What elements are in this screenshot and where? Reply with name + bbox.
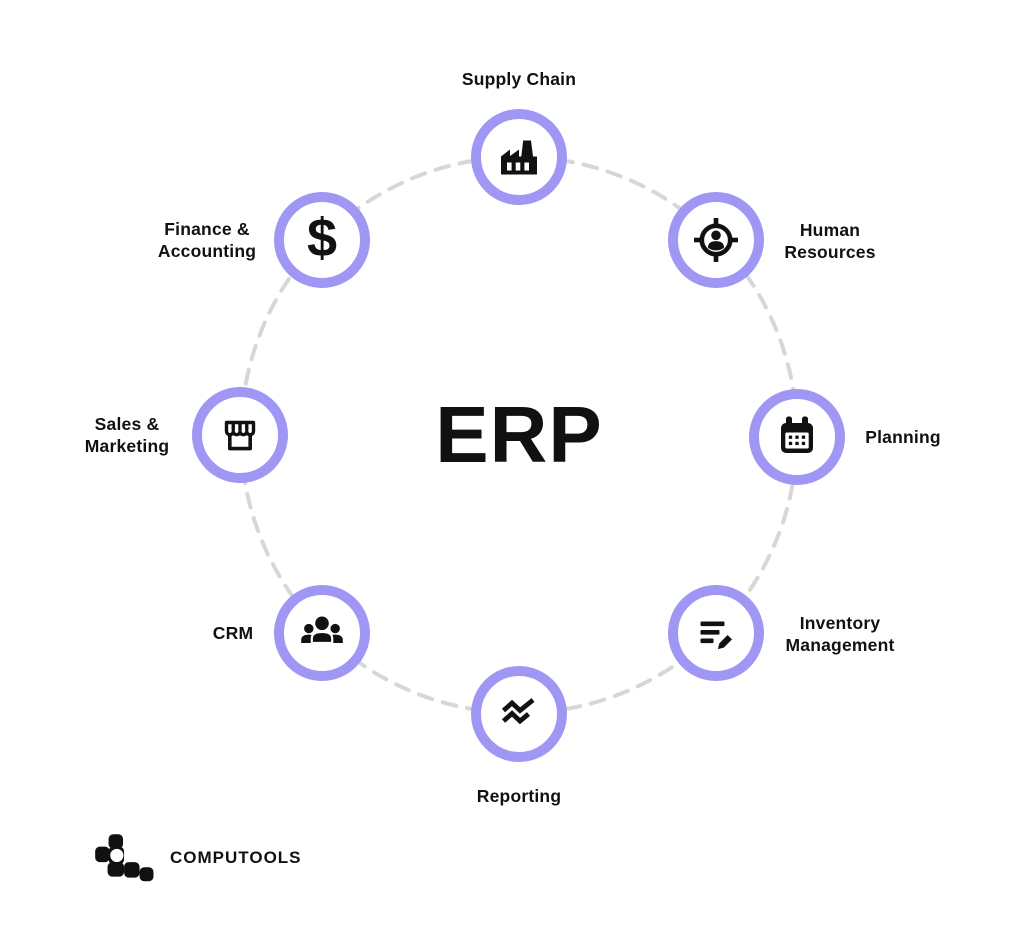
node-crm (274, 585, 370, 681)
storefront-icon (224, 420, 256, 451)
brand-footer: COMPUTOOLS (90, 833, 302, 883)
label-inventory-management: Inventory Management (785, 613, 895, 655)
node-sales-marketing (192, 387, 288, 483)
node-planning (749, 389, 845, 485)
erp-center-title: ERP (435, 390, 603, 479)
node-finance-accounting: $ (274, 192, 370, 288)
brand-name: COMPUTOOLS (170, 848, 302, 867)
node-inventory-management (668, 585, 764, 681)
person-target-icon (694, 218, 738, 262)
label-finance-accounting: Finance & Accounting (157, 219, 257, 261)
label-supply-chain: Supply Chain (461, 69, 577, 89)
computools-logo-icon (95, 834, 154, 882)
dollar-icon: $ (306, 208, 338, 268)
chart-zigzag-icon (501, 698, 535, 725)
calendar-icon (781, 416, 813, 453)
label-planning: Planning (865, 427, 941, 447)
node-supply-chain (471, 109, 567, 205)
label-human-resources: Human Resources (784, 220, 876, 262)
node-human-resources (668, 192, 764, 288)
label-crm: CRM (212, 623, 254, 643)
people-group-icon (301, 616, 343, 645)
list-edit-icon (700, 621, 732, 650)
node-reporting (471, 666, 567, 762)
factory-icon (501, 140, 537, 175)
label-sales-marketing: Sales & Marketing (84, 414, 170, 456)
label-reporting: Reporting (476, 786, 562, 806)
